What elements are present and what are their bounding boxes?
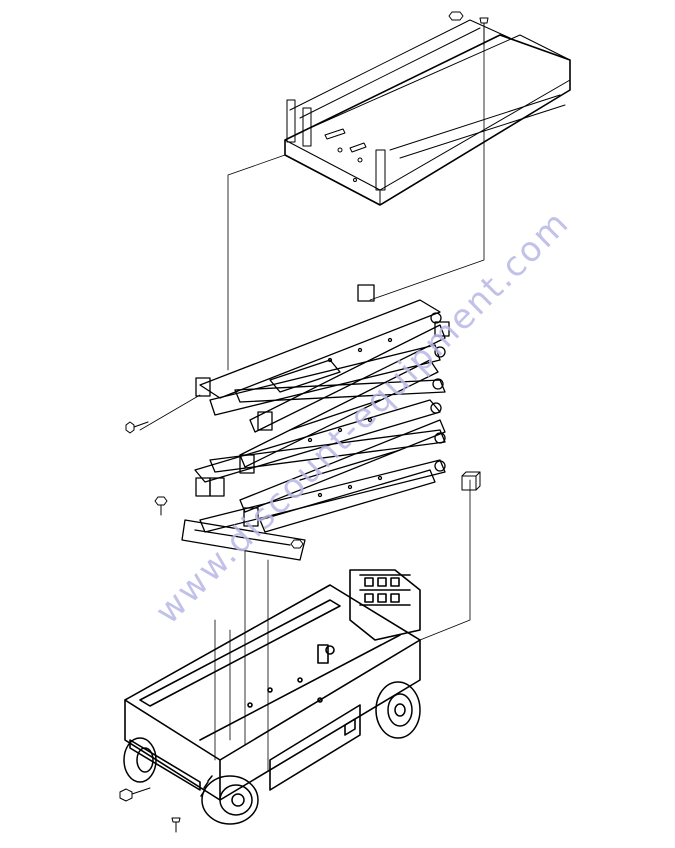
chassis-base (124, 569, 421, 801)
front-wheel (200, 775, 259, 825)
nut-left (154, 496, 168, 516)
bolt-left (125, 421, 149, 434)
nut-mid (290, 539, 304, 549)
bolt-bottom-left (119, 787, 151, 802)
rear-left-wheel (123, 737, 157, 783)
platform-deck (284, 11, 571, 206)
bolt-bottom (171, 817, 181, 833)
wear-pad (461, 471, 481, 491)
deck-bolt (479, 17, 489, 46)
scissor-arm-assembly (181, 284, 450, 561)
deck-nut (448, 11, 464, 21)
rear-wheel (375, 681, 421, 739)
leader-lines (139, 44, 485, 771)
